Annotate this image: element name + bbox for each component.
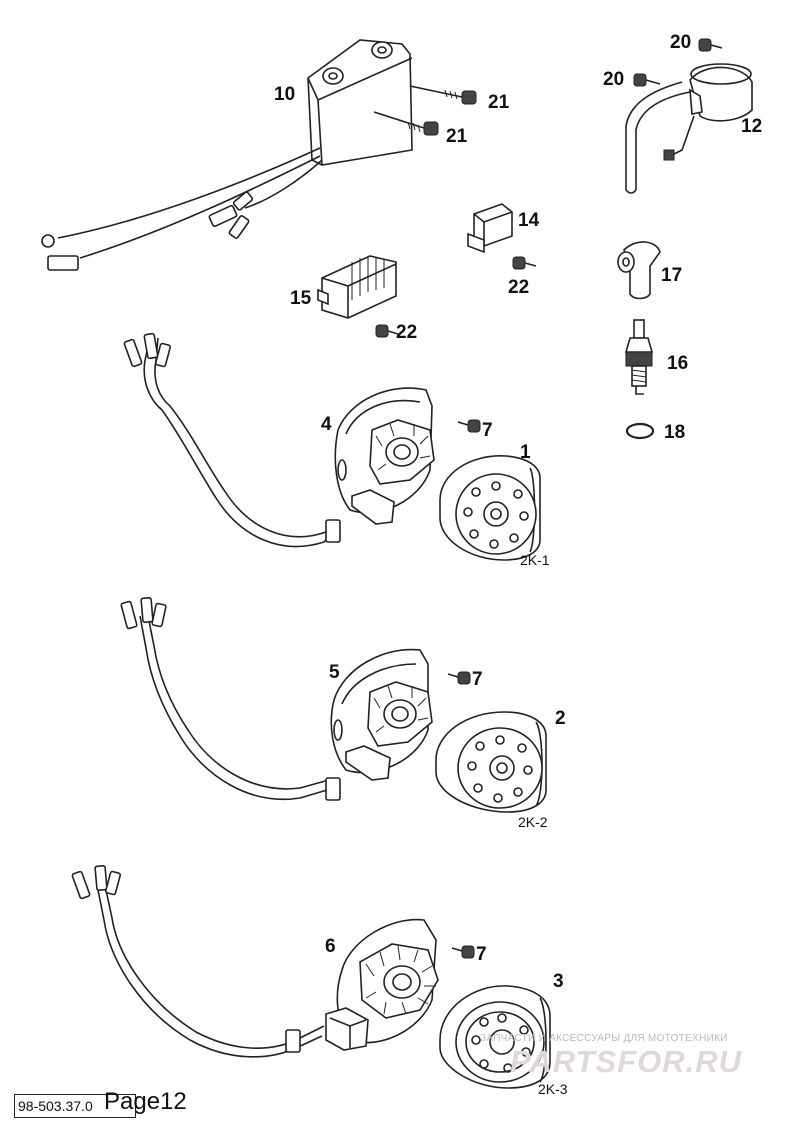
callout-22-lower: 22 (396, 322, 418, 343)
voltage-regulator-drawing (317, 255, 397, 319)
bolt-20-upper-drawing (698, 38, 723, 52)
rotor-2-drawing (435, 711, 547, 813)
callout-5: 5 (329, 662, 340, 683)
stator-4-drawing (123, 332, 435, 548)
bolt-7-lower-drawing (451, 945, 475, 959)
callout-22-upper: 22 (508, 277, 530, 298)
bolt-7-middle-drawing (447, 671, 471, 685)
variant-label-2k-3: 2K-3 (538, 1081, 568, 1097)
callout-7-lower: 7 (476, 944, 487, 965)
cdi-unit-drawing (41, 39, 413, 271)
sealing-ring-drawing (625, 422, 655, 440)
stator-6-drawing (71, 864, 439, 1058)
callout-21-lower: 21 (446, 126, 468, 147)
stator-5-drawing (120, 596, 433, 801)
ignition-coil-drawing (625, 63, 753, 194)
callout-20-lower: 20 (603, 69, 625, 90)
bolt-21-lower-drawing (373, 111, 439, 136)
callout-6: 6 (325, 936, 336, 957)
rotor-1-drawing (439, 455, 541, 561)
document-code-box: 98-503.37.0 (14, 1094, 136, 1118)
callout-12: 12 (741, 116, 763, 137)
spark-plug-drawing (624, 319, 654, 395)
watermark-logo: PARTSFOR.RU (510, 1044, 743, 1079)
watermark-tagline: ЗАПЧАСТИ И АКСЕССУАРЫ ДЛЯ МОТОТЕХНИКИ (480, 1033, 728, 1044)
spark-plug-cap-drawing (617, 241, 661, 300)
relay-drawing (467, 203, 513, 254)
bolt-20-lower-drawing (633, 73, 661, 87)
bolt-22-upper-drawing (512, 256, 537, 270)
rotor-3-drawing (439, 985, 551, 1089)
callout-20-upper: 20 (670, 32, 692, 53)
callout-1: 1 (520, 442, 531, 463)
callout-10: 10 (274, 84, 296, 105)
callout-21-upper: 21 (488, 92, 510, 113)
callout-4: 4 (321, 414, 332, 435)
variant-label-2k-2: 2K-2 (518, 814, 548, 830)
callout-16: 16 (667, 353, 689, 374)
callout-17: 17 (661, 265, 683, 286)
callout-7-middle: 7 (472, 669, 483, 690)
callout-15: 15 (290, 288, 312, 309)
callout-2: 2 (555, 708, 566, 729)
callout-18: 18 (664, 422, 686, 443)
bolt-22-lower-drawing (375, 324, 399, 338)
callout-14: 14 (518, 210, 540, 231)
bolt-7-upper-drawing (457, 419, 481, 433)
bolt-21-upper-drawing (409, 85, 477, 105)
callout-3: 3 (553, 971, 564, 992)
page-number-label: Page12 (104, 1088, 187, 1115)
callout-7-upper: 7 (482, 420, 493, 441)
variant-label-2k-1: 2K-1 (520, 552, 550, 568)
